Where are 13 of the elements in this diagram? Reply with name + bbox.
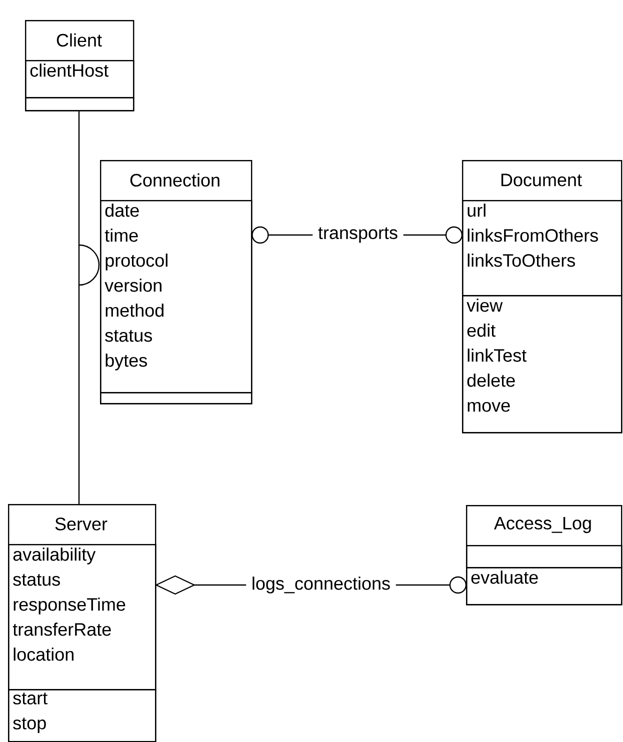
compartment: url linksFromOthers linksToOthers [462,200,622,296]
compartment [25,97,134,112]
compartment: view edit linkTest delete move [462,295,622,434]
compartment: start stop [8,689,156,742]
edge-label: logs_connections [246,571,396,599]
edge-label: transports [312,222,404,248]
compartment [466,545,622,568]
association-line [78,110,100,505]
compartment: date time protocol version method status bytes [100,200,252,394]
compartment: evaluate [466,567,622,606]
compartment: availability status responseTime transferRate location [8,544,156,690]
compartment: clientHost [25,60,134,98]
compartment [100,392,252,404]
